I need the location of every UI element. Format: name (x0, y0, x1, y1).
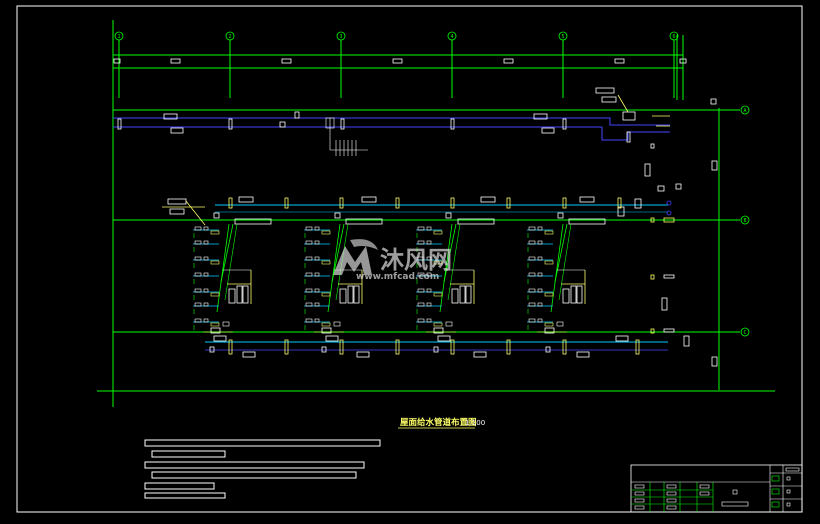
row-b-pipe-band (162, 196, 675, 226)
drawing-title-group: 屋面给水管道布置图 1:100 (398, 417, 485, 429)
washroom-unit-2 (304, 218, 383, 334)
axis-bubble-6: 6 (669, 31, 679, 98)
watermark-logo-icon (333, 239, 378, 275)
axis-bubble-4: 4 (447, 31, 457, 98)
axis-label: A (744, 108, 747, 114)
axis-label: 3 (340, 34, 343, 40)
watermark-url: www.mfcad.com (356, 272, 439, 282)
axis-label: C (744, 330, 747, 336)
notes-blocks (144, 439, 381, 499)
axis-label: 1 (118, 34, 121, 40)
axis-bubbles-top: 1 2 3 4 5 6 (114, 31, 679, 98)
watermark: 沐风网 www.mfcad.com (333, 239, 452, 282)
watermark-brand: 沐风网 (380, 246, 452, 274)
axis-bubble-A: A (740, 105, 750, 115)
top-frame-tags (113, 58, 687, 64)
axis-label: B (744, 218, 747, 224)
row-c-pipe-band (205, 274, 718, 367)
sheet-border (16, 5, 803, 513)
drawing-scale: 1:100 (465, 419, 485, 427)
axis-bubble-2: 2 (225, 31, 235, 98)
washroom-unit-3 (416, 218, 495, 334)
axis-bubble-1: 1 (114, 31, 124, 98)
washroom-units (193, 218, 606, 334)
axis-label: 2 (229, 34, 232, 40)
axis-bubbles-right: A B C (740, 105, 750, 337)
axis-label: 5 (562, 34, 565, 40)
drawing-title: 屋面给水管道布置图 (400, 417, 477, 428)
axis-bubble-5: 5 (558, 31, 568, 98)
washroom-unit-4 (527, 218, 606, 334)
axis-grid (97, 20, 775, 407)
axis-label: 6 (673, 34, 676, 40)
axis-bubble-3: 3 (336, 31, 346, 98)
row-a-pipe-band (113, 87, 718, 192)
title-block (630, 464, 803, 513)
axis-label: 4 (451, 34, 454, 40)
axis-bubble-B: B (740, 215, 750, 225)
axis-bubble-C: C (740, 327, 750, 337)
washroom-unit-1 (193, 218, 272, 334)
